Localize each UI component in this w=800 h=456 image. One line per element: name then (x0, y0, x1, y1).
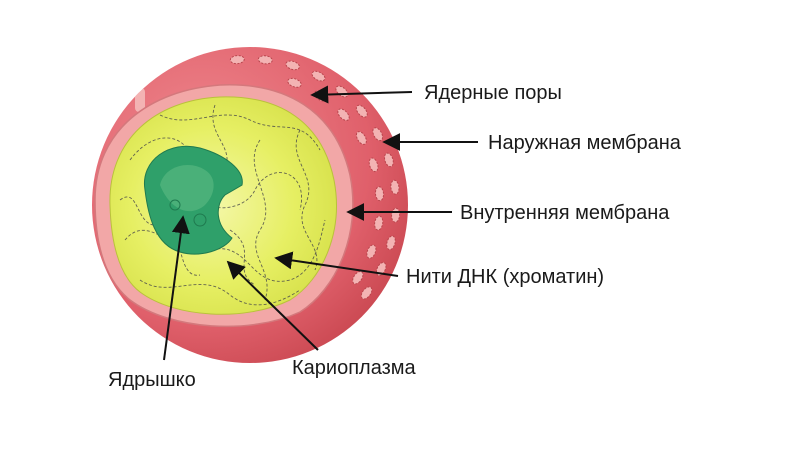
pointer-arrows (163, 85, 478, 361)
karyoplasm-region (109, 96, 337, 315)
nucleolus (144, 145, 243, 255)
nuclear-pore (390, 179, 400, 195)
nuclear-pore (257, 55, 273, 65)
nuclear-pore (285, 60, 300, 71)
nuclear-pore (374, 215, 384, 231)
label-outer-membrane: Наружная мембрана (488, 132, 682, 154)
nuclear-pore (360, 286, 373, 300)
nuclear-pore (337, 108, 350, 121)
nuclear-pore (366, 244, 377, 259)
label-nucleolus: Ядрышко (108, 369, 196, 391)
nuclear-pore (229, 55, 245, 65)
arrow-nucleolus (163, 215, 190, 361)
label-karyoplasm: Кариоплазма (292, 357, 417, 379)
label-pores: Ядерные поры (424, 82, 562, 104)
nuclear-pore (311, 70, 326, 82)
nuclear-pore (372, 127, 384, 142)
nuclear-pore (374, 186, 385, 202)
nuclear-pore (355, 104, 368, 118)
label-inner-membrane: Внутренняя мембрана (460, 202, 670, 224)
nuclear-pore (352, 270, 364, 285)
arrow-chromatin (274, 251, 399, 277)
arrow-karyoplasm (226, 260, 319, 351)
nuclear-pore (368, 157, 379, 173)
labels: Ядерные поры Наружная мембрана Внутрення… (108, 82, 682, 391)
nuclear-pore (384, 152, 394, 168)
label-chromatin: Нити ДНК (хроматин) (406, 266, 604, 288)
nuclear-pore (386, 235, 396, 251)
nuclear-pore (287, 77, 302, 88)
arrow-pores (310, 85, 413, 104)
nuclear-pore (355, 131, 367, 145)
